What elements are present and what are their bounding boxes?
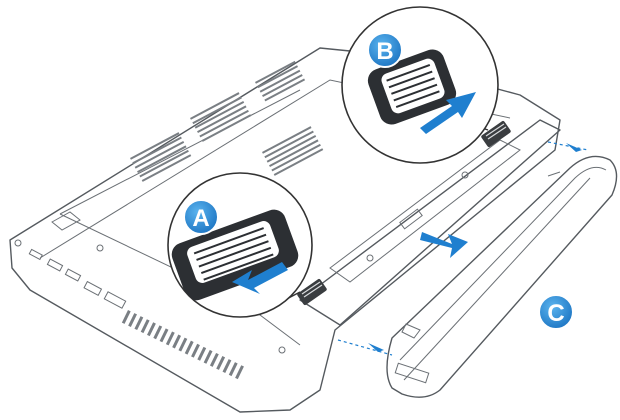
alignment-guide-lines <box>337 141 589 356</box>
latch-a-on-chassis <box>297 279 327 305</box>
guide-arrow-lower <box>368 343 384 352</box>
arrow-b-slide <box>420 92 476 134</box>
step-label-c: C <box>547 300 564 327</box>
battery-removal-arrow <box>420 232 468 258</box>
step-label-b: B <box>376 38 393 65</box>
step-badge-a: A <box>183 199 219 235</box>
zoom-callout-a <box>167 172 313 318</box>
vent-grilles <box>121 60 324 380</box>
battery-pack <box>386 155 618 398</box>
battery-bay <box>299 119 561 326</box>
arrow-a-slide <box>232 262 288 294</box>
step-badge-c: C <box>538 294 574 330</box>
step-badge-b: B <box>367 32 403 68</box>
guide-arrow-upper <box>566 143 582 152</box>
latch-b-on-chassis <box>481 121 511 147</box>
step-label-a: A <box>192 205 209 232</box>
zoom-callout-b <box>341 6 499 164</box>
